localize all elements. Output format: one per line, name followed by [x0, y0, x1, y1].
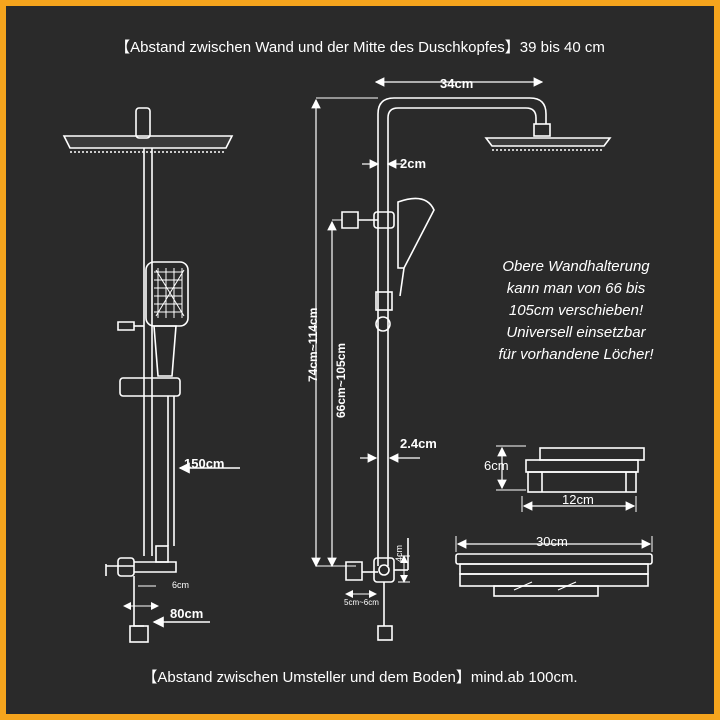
- rain-head-left: [62, 135, 234, 149]
- connector-spacing-label: 5cm~6cm: [344, 598, 379, 607]
- total-height-label: 74cm~114cm: [306, 307, 320, 382]
- front-view: [311, 77, 612, 641]
- wall-to-head-distance-note: 【Abstand zwischen Wand und der Mitte des…: [115, 39, 605, 56]
- shelf-detail: [455, 536, 653, 597]
- bracket-adjust-note: Obere Wandhalterung kann man von 66 bis …: [476, 256, 676, 366]
- note-line: für vorhandene Löcher!: [498, 346, 654, 363]
- note-line: Obere Wandhalterung: [502, 258, 650, 275]
- hand-shower-front: [397, 197, 435, 269]
- side-view: [62, 107, 240, 643]
- note-line: kann man von 66 bis: [506, 280, 646, 297]
- valve-spacing-label: 80cm: [170, 606, 204, 621]
- bracket-depth-label: 12cm: [562, 492, 594, 507]
- bracket-detail: [496, 445, 645, 512]
- diagram-frame: 【Abstand zwischen Wand und der Mitte des…: [6, 6, 714, 714]
- valve-offset-label: 6cm: [172, 580, 190, 590]
- valve-height-label: 4cm: [394, 544, 404, 562]
- bottom-pipe-width-label: 2.4cm: [400, 436, 437, 451]
- shelf-width-label: 30cm: [536, 534, 568, 549]
- hose-length-label: 150cm: [184, 456, 225, 471]
- bracket-height-label: 6cm: [484, 458, 509, 473]
- note-line: Universell einsetzbar: [506, 324, 646, 341]
- diverter-to-floor-distance-note: 【Abstand zwischen Umsteller und dem Bode…: [142, 669, 578, 686]
- rain-head-front: [484, 137, 612, 147]
- note-line: 105cm verschieben!: [508, 302, 644, 319]
- arm-width-label: 34cm: [440, 76, 474, 91]
- shower-system-drawing: [62, 77, 653, 643]
- bracket-height-range-label: 66cm~105cm: [334, 342, 348, 418]
- pipe-width-label: 2cm: [400, 156, 427, 171]
